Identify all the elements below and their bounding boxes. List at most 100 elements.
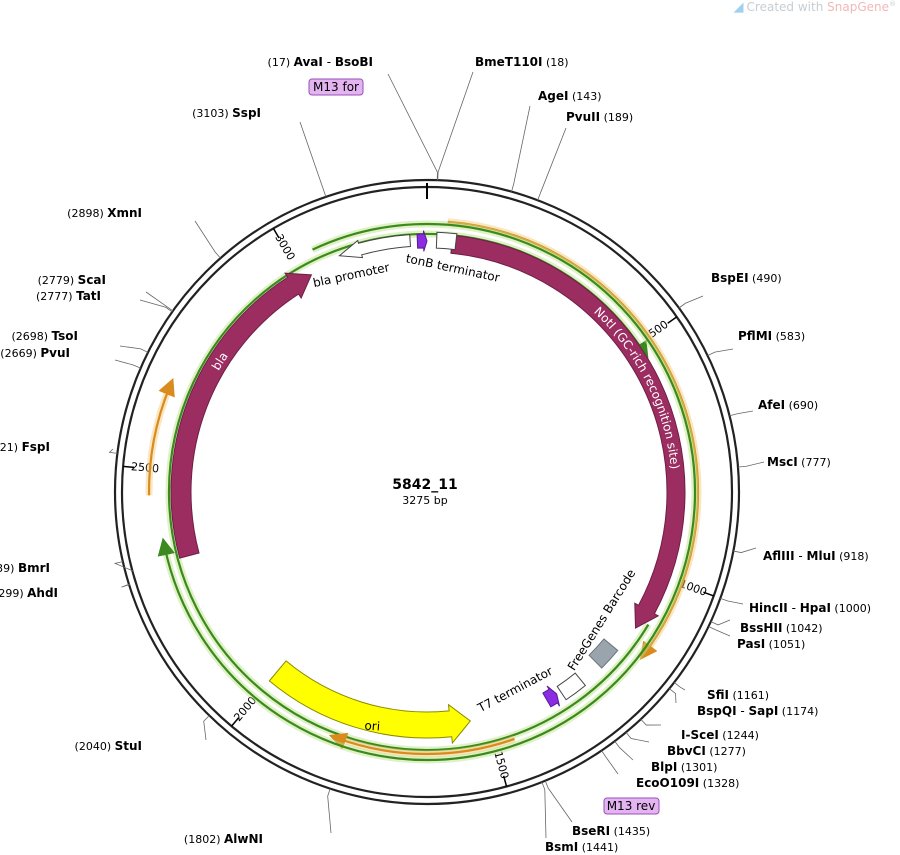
site-line-pvuii bbox=[537, 127, 567, 201]
site-label-fspi[interactable]: (2521) FspI bbox=[0, 440, 50, 454]
site-line-bseri bbox=[544, 780, 573, 823]
site-label-avai[interactable]: (17) AvaI - BsoBI bbox=[268, 55, 373, 69]
site-label-alwni[interactable]: (1802) AlwNI bbox=[184, 832, 263, 846]
site-label-hincii[interactable]: HincII - HpaI (1000) bbox=[749, 601, 871, 615]
green-band-left[interactable] bbox=[157, 222, 697, 762]
site-label-tati[interactable]: (2777) TatI bbox=[36, 289, 101, 303]
site-line-bspqi bbox=[669, 688, 677, 704]
site-label-bbvci[interactable]: BbvCI (1277) bbox=[667, 744, 746, 758]
site-line-fspi bbox=[108, 448, 118, 454]
site-line-tati bbox=[139, 299, 173, 313]
feature-arrows bbox=[170, 230, 686, 745]
bla-promoter-arrow[interactable] bbox=[338, 234, 412, 259]
site-label-stui[interactable]: (2040) StuI bbox=[75, 739, 142, 753]
site-labels: (17) AvaI - BsoBI BmeT110I (18) AgeI (143)… bbox=[0, 55, 871, 854]
site-line-bsshii bbox=[710, 619, 731, 626]
site-line-sspi bbox=[299, 121, 327, 197]
plasmid-length: 3275 bp bbox=[402, 494, 447, 507]
tick-mark-1000 bbox=[703, 591, 715, 597]
site-line-pasi bbox=[708, 626, 731, 637]
T7-terminator-label: T7 terminator bbox=[475, 664, 555, 716]
bla-feature-arrow[interactable] bbox=[170, 272, 313, 559]
site-label-sfii[interactable]: SfiI (1161) bbox=[707, 688, 769, 702]
orange-band-bottom[interactable] bbox=[328, 732, 515, 756]
site-label-ecoo109i[interactable]: EcoO109I (1328) bbox=[636, 776, 739, 790]
tick-label-3000: 3000 bbox=[272, 232, 297, 263]
T7-terminator-block[interactable] bbox=[556, 672, 587, 701]
site-line-pvui bbox=[114, 359, 141, 369]
site-line-xmni bbox=[194, 220, 221, 259]
site-label-bsshii[interactable]: BssHII (1042) bbox=[740, 621, 822, 635]
site-label-afliii[interactable]: AflIII - MluI (918) bbox=[763, 549, 869, 563]
tick-mark-2500 bbox=[123, 465, 135, 469]
site-line-msci bbox=[737, 461, 765, 468]
site-line-bmri bbox=[113, 561, 134, 572]
notI-feature-arrow[interactable] bbox=[450, 234, 686, 629]
site-line-bspei bbox=[678, 295, 704, 309]
site-line-afei bbox=[729, 410, 754, 417]
snapgene-logo-icon: ◢ bbox=[733, 0, 744, 15]
m13-for-primer[interactable] bbox=[308, 78, 364, 96]
site-label-bmet110i[interactable]: BmeT110I (18) bbox=[475, 55, 569, 69]
site-label-blpi[interactable]: BlpI (1301) bbox=[651, 760, 717, 774]
site-label-pasi[interactable]: PasI (1051) bbox=[737, 637, 805, 651]
watermark-brand: SnapGene bbox=[827, 0, 889, 14]
site-label-bspei[interactable]: BspEI (490) bbox=[711, 271, 782, 285]
site-line-stui bbox=[203, 715, 210, 741]
freegenes-barcode-block[interactable] bbox=[588, 638, 619, 669]
ori-label: ori bbox=[364, 718, 381, 733]
site-line-afliii bbox=[733, 547, 757, 553]
site-line-avai bbox=[387, 73, 438, 181]
tick-label-2500: 2500 bbox=[131, 460, 160, 475]
site-label-bseri[interactable]: BseRI (1435) bbox=[572, 824, 650, 838]
site-label-pflmi[interactable]: PflMI (583) bbox=[738, 329, 805, 343]
watermark-prefix: Created with bbox=[746, 0, 828, 14]
site-line-pflmi bbox=[707, 348, 734, 357]
site-label-bsmi[interactable]: BsmI (1441) bbox=[545, 840, 618, 854]
plasmid-name: 5842_11 bbox=[392, 477, 457, 493]
site-line-agei bbox=[511, 105, 531, 192]
site-label-bmri[interactable]: (2339) BmrI bbox=[0, 561, 50, 575]
site-label-scai[interactable]: (2779) ScaI bbox=[38, 273, 106, 287]
site-line-alwni bbox=[327, 788, 332, 834]
m13-rev-site[interactable] bbox=[542, 685, 560, 708]
tick-mark-3000 bbox=[272, 228, 280, 239]
site-leader-lines bbox=[108, 71, 765, 839]
m13-for-label: M13 for bbox=[313, 80, 359, 94]
watermark: ◢Created with SnapGene® bbox=[734, 0, 896, 15]
bla-promoter-label: bla promoter bbox=[312, 260, 391, 290]
orange-band-right[interactable] bbox=[447, 220, 700, 660]
site-label-sspi[interactable]: (3103) SspI bbox=[192, 106, 261, 120]
site-line-ecoo109i bbox=[601, 750, 619, 775]
site-line-scai bbox=[145, 291, 174, 312]
ori-feature-arrow[interactable] bbox=[268, 660, 472, 745]
site-label-xmni[interactable]: (2898) XmnI bbox=[67, 206, 142, 220]
watermark-mark: ® bbox=[889, 0, 896, 8]
m13-rev-primer[interactable] bbox=[603, 797, 660, 815]
site-line-sfii bbox=[673, 682, 686, 691]
site-label-afei[interactable]: AfeI (690) bbox=[758, 398, 818, 412]
orange-band-left[interactable] bbox=[147, 377, 175, 496]
site-line-i-scei bbox=[640, 718, 662, 726]
site-label-ahdi[interactable]: (2299) AhdI bbox=[0, 586, 58, 600]
site-label-pvuii[interactable]: PvuII (189) bbox=[566, 110, 633, 124]
site-line-hincii bbox=[720, 597, 744, 605]
site-line-blpi bbox=[614, 740, 634, 761]
tonB-terminator-block[interactable] bbox=[435, 231, 458, 251]
tick-mark-2000 bbox=[230, 717, 240, 727]
site-label-agei[interactable]: AgeI (143) bbox=[538, 89, 602, 103]
m13-rev-label: M13 rev bbox=[607, 799, 656, 813]
tick-mark-1500 bbox=[502, 775, 508, 787]
site-label-msci[interactable]: MscI (777) bbox=[767, 455, 831, 469]
site-label-i-scei[interactable]: I-SceI (1244) bbox=[681, 728, 759, 742]
site-label-pvui[interactable]: (2669) PvuI bbox=[0, 346, 70, 360]
tick-mark-500 bbox=[667, 316, 678, 324]
backbone-outer bbox=[113, 178, 741, 806]
site-label-bspqi[interactable]: BspQI - SapI (1174) bbox=[697, 704, 818, 718]
site-line-bsmi bbox=[541, 781, 547, 839]
site-line-bbvci bbox=[625, 732, 650, 743]
site-label-tsoi[interactable]: (2698) TsoI bbox=[11, 329, 78, 343]
m13-for-site[interactable] bbox=[416, 230, 428, 252]
